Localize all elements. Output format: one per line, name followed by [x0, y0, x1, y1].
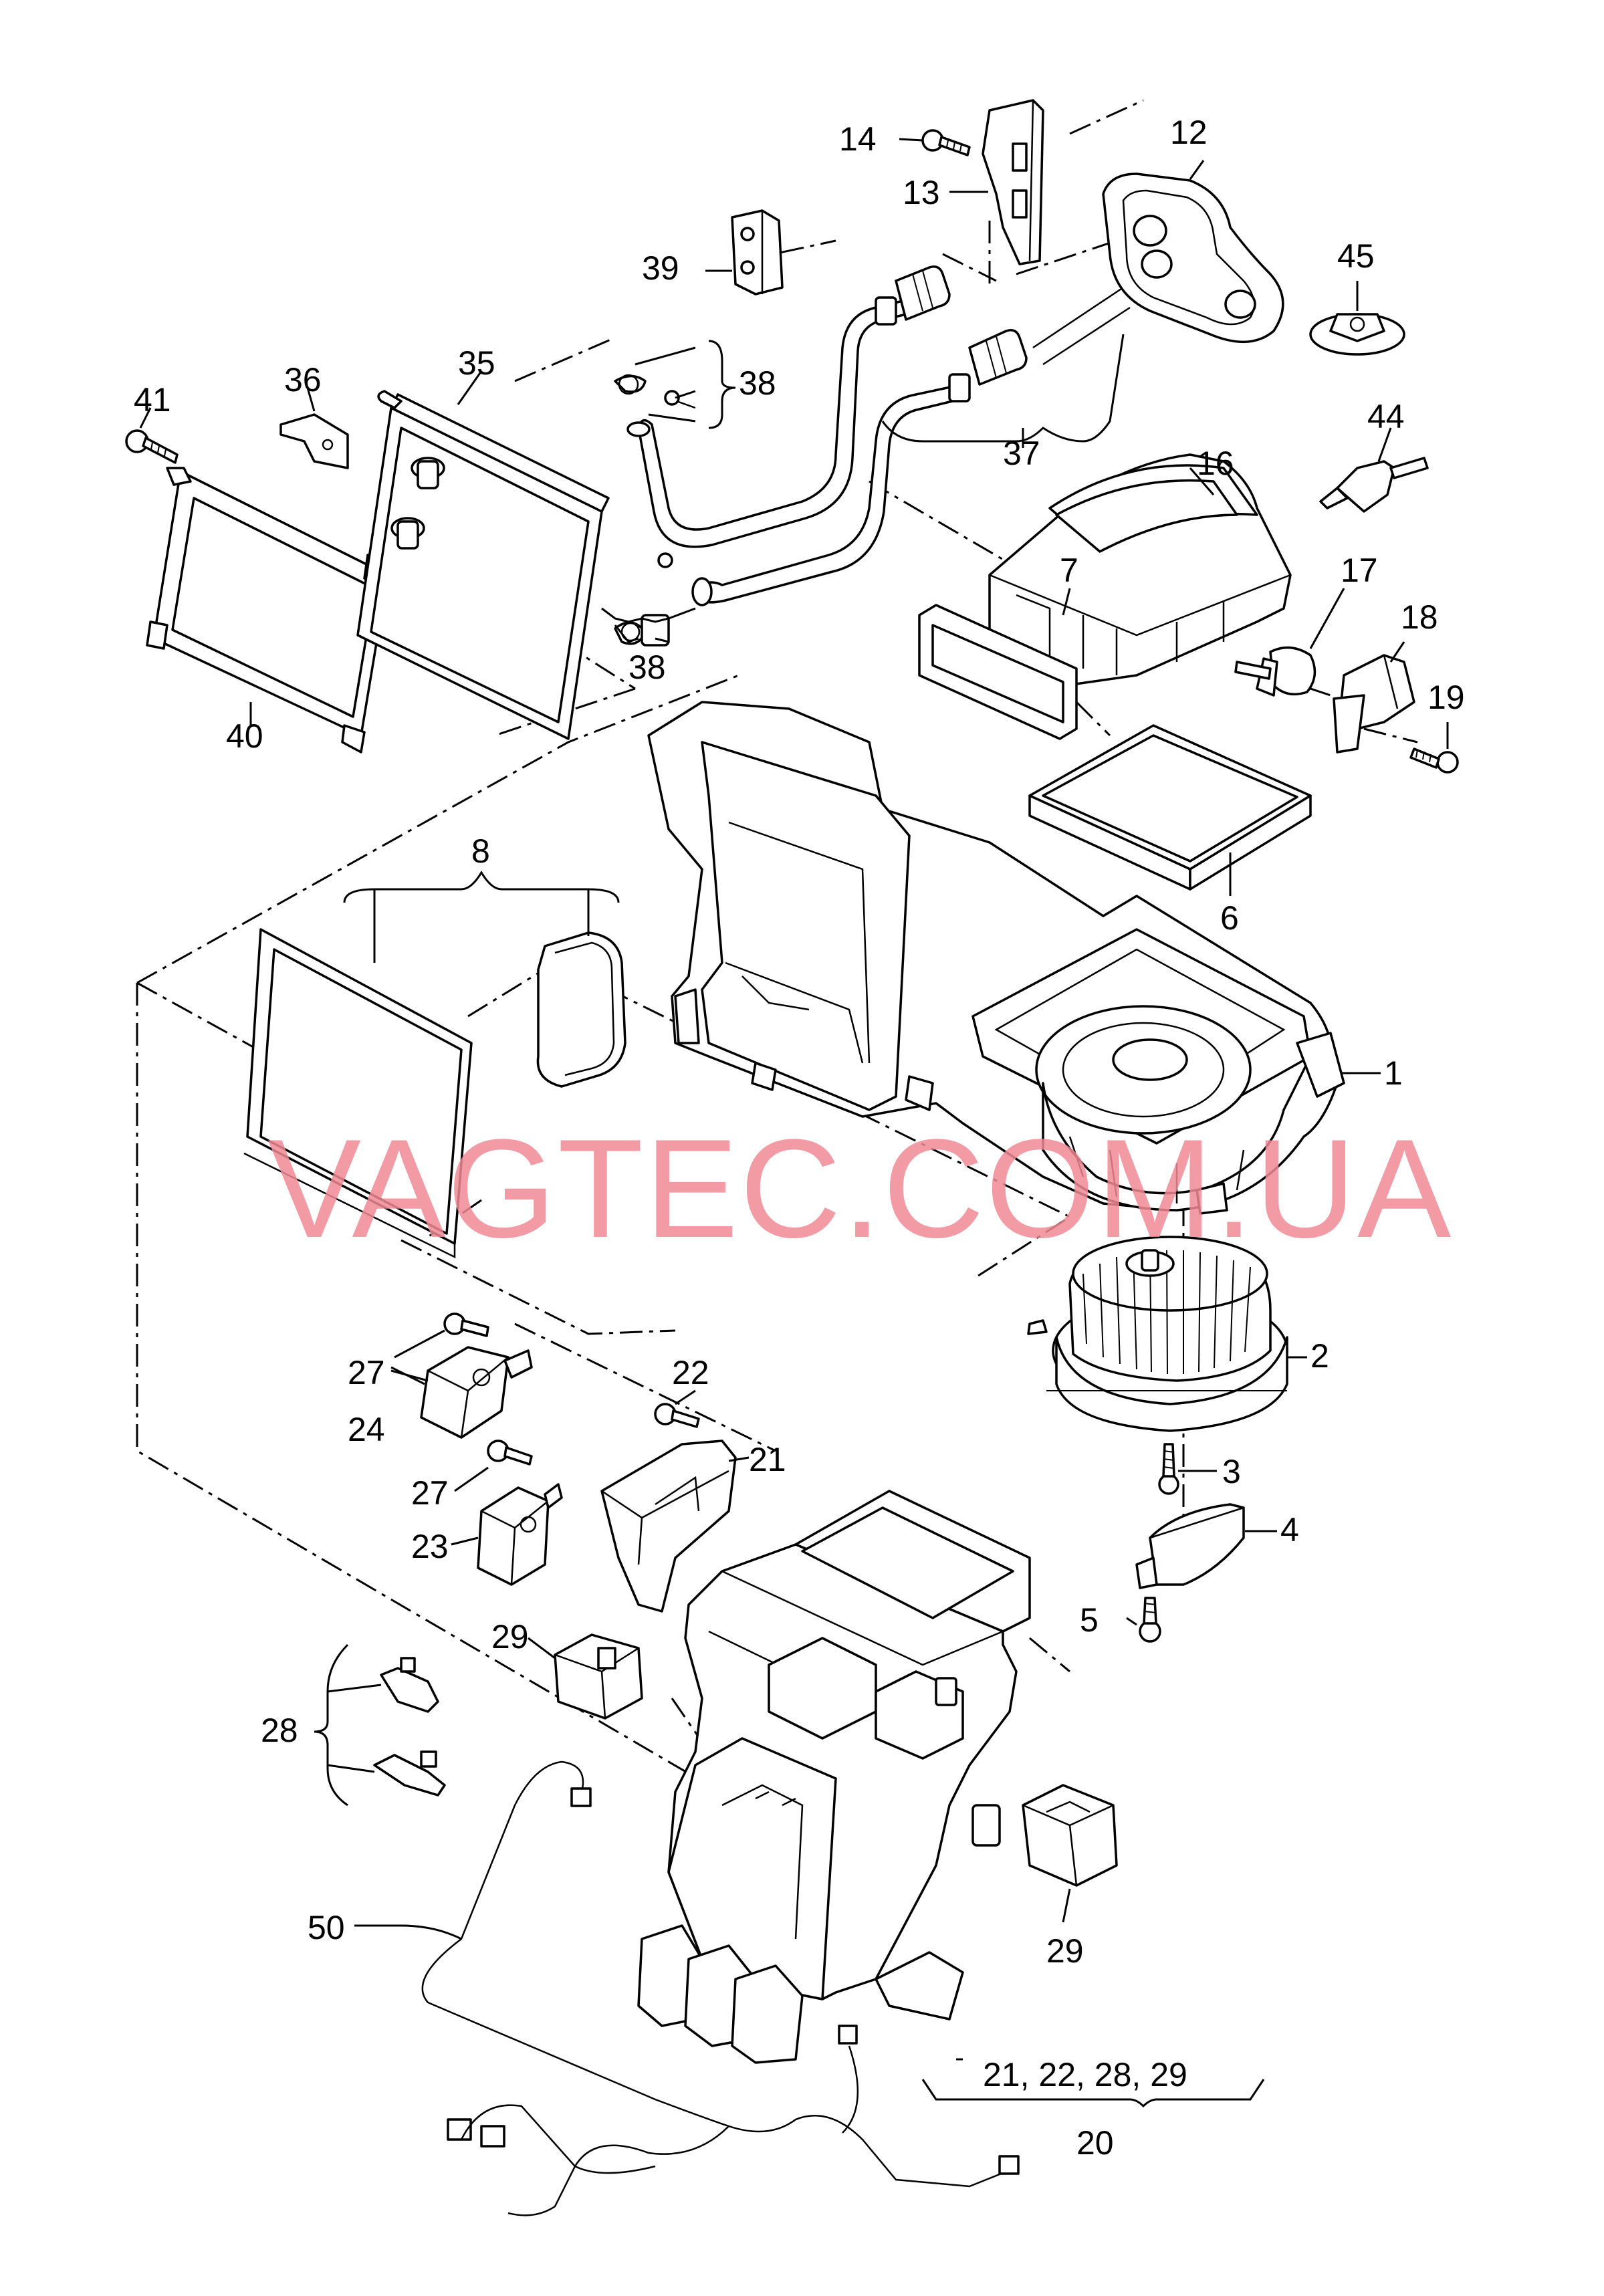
callout-6: 6	[1220, 899, 1239, 937]
callout-36: 36	[284, 361, 322, 398]
callout-1: 1	[1384, 1054, 1403, 1092]
callout-41: 41	[134, 381, 171, 419]
callout-24: 24	[348, 1411, 385, 1448]
part-29-flap-upper	[554, 1633, 643, 1720]
callout-4: 4	[1280, 1511, 1299, 1548]
part-37-coolant-pipes	[626, 265, 1131, 606]
callout-2: 2	[1310, 1337, 1329, 1375]
part-40-evaporator-grille	[146, 467, 389, 754]
callout-50: 50	[308, 1909, 345, 1946]
part-24-actuator	[420, 1346, 533, 1439]
part-22-screw	[654, 1403, 700, 1428]
callout-17: 17	[1341, 552, 1378, 589]
part-44-expansion-pin	[1319, 457, 1429, 513]
callout-20: 20	[1076, 2124, 1114, 2162]
callout-45: 45	[1337, 237, 1375, 275]
part-1-main-housing	[647, 701, 1345, 1215]
part-45-nut	[1309, 313, 1405, 356]
part-35-heat-exchanger	[356, 390, 610, 740]
part-23-actuator	[477, 1483, 563, 1586]
callout-21-22-28-29: 21, 22, 28, 29	[983, 2056, 1187, 2093]
callout-28: 28	[261, 1712, 298, 1749]
callout-38-upper: 38	[739, 364, 776, 402]
part-28-sensors	[373, 1657, 446, 1797]
callout-13: 13	[903, 174, 940, 211]
part-7-honeycomb-cover	[918, 604, 1078, 740]
part-29-flap-lower	[1022, 1784, 1118, 1887]
callout-39: 39	[642, 249, 679, 287]
part-14-screw	[921, 129, 971, 156]
callout-7: 7	[1060, 552, 1078, 589]
callout-21: 21	[749, 1441, 786, 1478]
callout-38-lower: 38	[628, 649, 666, 686]
callout-14: 14	[839, 120, 877, 158]
callout-37: 37	[1003, 435, 1040, 472]
part-36-bracket	[279, 413, 349, 469]
callout-3: 3	[1222, 1453, 1241, 1490]
callout-18: 18	[1401, 598, 1438, 636]
callout-8: 8	[471, 832, 490, 870]
callout-35: 35	[458, 344, 495, 382]
part-27-screw-lower	[487, 1440, 533, 1466]
part-12-gasket	[1102, 173, 1284, 344]
callout-23: 23	[411, 1528, 449, 1565]
leader-lines	[139, 138, 1449, 2108]
callout-16: 16	[1197, 445, 1234, 482]
part-6-cabin-filter	[1028, 724, 1312, 891]
callout-19: 19	[1427, 679, 1465, 716]
callout-22: 22	[672, 1354, 709, 1391]
callout-29-lower: 29	[1046, 1932, 1084, 1970]
callout-40: 40	[226, 717, 263, 755]
callout-labels: 1 2 3 4 5 6 7 8 12 13 14 16 17 18 19 20 …	[134, 114, 1465, 2162]
part-4-cover	[1135, 1503, 1245, 1589]
callout-27-lower: 27	[411, 1474, 449, 1512]
part-13-seal-bracket	[982, 99, 1044, 265]
callout-5: 5	[1080, 1601, 1099, 1639]
part-8-filter-insert	[243, 928, 626, 1259]
part-17-bolt	[1234, 646, 1316, 697]
part-50-wiring-harness	[421, 1760, 1020, 2216]
part-38-clamps-and-hoses	[614, 374, 696, 647]
part-3-screw	[1158, 1443, 1179, 1495]
callout-12: 12	[1170, 114, 1208, 151]
part-2-blower-fan	[1027, 1236, 1288, 1432]
part-19-screw	[1409, 748, 1459, 774]
callout-29-upper: 29	[491, 1618, 529, 1655]
callout-44: 44	[1367, 398, 1405, 435]
part-5-screw	[1139, 1597, 1161, 1643]
part-21-flap-housing	[600, 1440, 737, 1613]
callout-27-upper: 27	[348, 1354, 385, 1391]
part-39-valve-block	[731, 209, 784, 296]
part-18-resistor	[1333, 654, 1415, 754]
part-27-screw-upper	[443, 1312, 489, 1337]
watermark-text: VAGTEC.COM.UA	[267, 1110, 1452, 1267]
part-41-screw	[125, 429, 179, 464]
part-20-heater-box	[637, 1490, 1031, 2064]
